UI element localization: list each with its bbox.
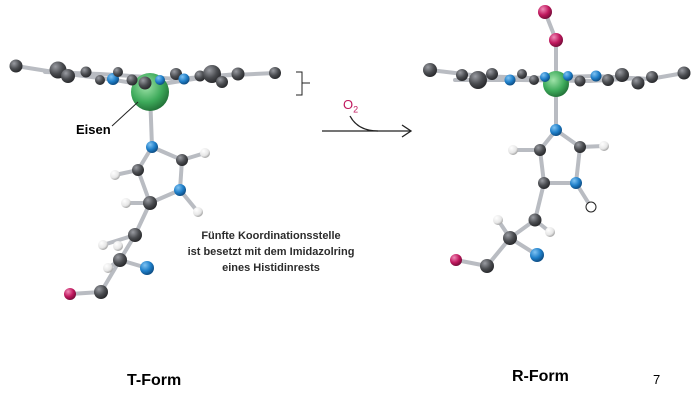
iron-pointer	[111, 101, 139, 127]
oxygen-label: O2	[343, 97, 358, 115]
r-form-label: R-Form	[512, 368, 569, 385]
oxygen-symbol: O	[343, 97, 354, 112]
histidine-caption: Fünfte Koordinationsstelle ist besetzt m…	[176, 228, 366, 276]
oxygen-molecule	[538, 5, 563, 47]
r-form-molecule	[423, 5, 691, 273]
reaction-arrow	[322, 115, 413, 138]
bracket-symbol	[296, 71, 310, 96]
histidine-atoms	[64, 141, 210, 300]
page-number: 7	[653, 372, 661, 387]
caption-line-1: Fünfte Koordinationsstelle	[201, 230, 341, 242]
porphyrin-atoms	[9, 59, 281, 90]
caption-line-2: ist besetzt mit dem Imidazolring	[187, 246, 355, 258]
caption-line-3: eines Histidinrests	[222, 262, 320, 274]
t-form-label: T-Form	[127, 372, 182, 389]
oxygen-subscript: 2	[353, 104, 359, 115]
t-form-molecule	[9, 59, 281, 300]
histidine-atoms-r	[450, 124, 609, 273]
iron-label: Eisen	[76, 122, 111, 137]
porphyrin-atoms-r	[423, 63, 691, 90]
